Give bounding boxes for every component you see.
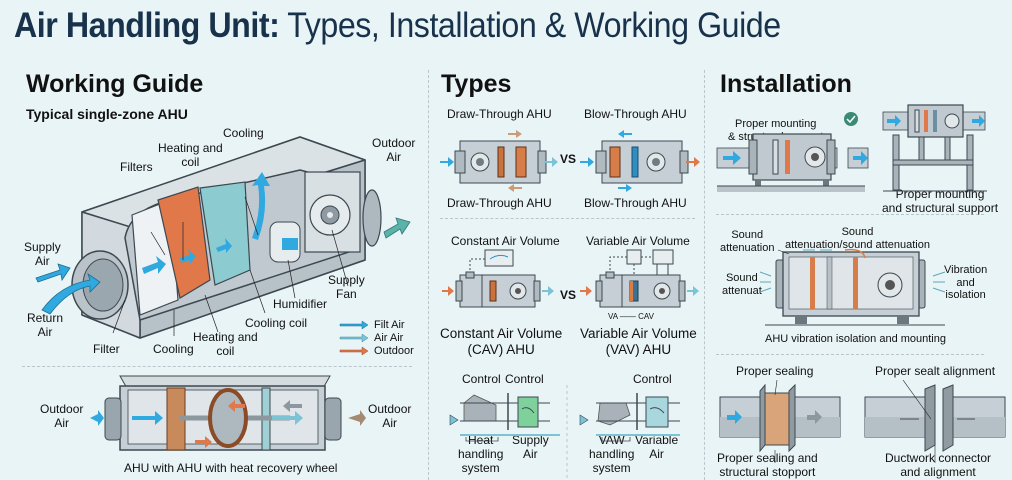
legend-arrow-filt-air xyxy=(339,320,369,330)
label-cooling-top: Cooling xyxy=(223,126,264,140)
label-supply-air-type: Supply Air xyxy=(512,433,549,461)
label-draw-through-top: Draw-Through AHU xyxy=(447,107,552,121)
label-recovery-outdoor-air-right: Outdoor Air xyxy=(368,402,412,430)
duct-sealing-diagram xyxy=(719,379,1006,463)
label-sound-att-top: Sound attenuation/sound attenuation xyxy=(785,226,930,251)
recovery-caption: AHU with AHU with heat recovery wheel xyxy=(124,461,338,475)
label-heating-coil-bottom: Heating and coil xyxy=(193,330,258,358)
label-vibration-caption: AHU vibration isolation and mounting xyxy=(765,333,946,345)
legend-label-filt-air: Filt Air xyxy=(374,319,405,331)
label-control-left-2: Control xyxy=(505,372,544,386)
label-supply-fan: Supply Fan xyxy=(328,273,365,301)
label-cooling-bottom: Cooling xyxy=(153,342,194,356)
label-cooling-coil: Cooling coil xyxy=(245,316,308,330)
working-guide-subheading: Typical single-zone AHU xyxy=(26,106,188,122)
legend-label-air-air: Air Air xyxy=(374,332,404,344)
label-heating-coil-top: Heating and coil xyxy=(158,141,223,169)
label-alignment-top: Proper sealt alignment xyxy=(875,364,996,378)
label-variable-air: Variable Air xyxy=(635,433,679,461)
outdoor-air-arrow xyxy=(383,217,411,239)
label-sealing-bottom: Proper sealing and structural stopport xyxy=(717,451,818,479)
label-outdoor-air: Outdoor Air xyxy=(372,136,416,164)
draw-blow-through-diagram xyxy=(440,130,700,192)
label-heat-handling: Heat handling system xyxy=(458,433,504,475)
label-filters: Filters xyxy=(120,160,153,174)
heat-recovery-wheel xyxy=(208,388,248,448)
vibration-isolation-diagram xyxy=(759,248,946,326)
label-blow-through-bottom: Blow-Through AHU xyxy=(584,196,687,210)
types-heading: Types xyxy=(441,70,512,98)
legend-label-outdoor: Outdoor xyxy=(374,345,414,357)
label-blow-through-top: Blow-Through AHU xyxy=(584,107,687,121)
label-control-right: Control xyxy=(633,372,672,386)
label-vav-bottom: Variable Air Volume (VAV) AHU xyxy=(580,326,697,357)
label-control-left-1: Control xyxy=(462,372,501,386)
heating-coil xyxy=(157,186,211,299)
mounting-diagram xyxy=(716,104,987,192)
label-recovery-outdoor-air-left: Outdoor Air xyxy=(40,402,84,430)
label-alignment-bottom: Ductwork connector and alignment xyxy=(885,451,992,479)
legend-arrow-outdoor xyxy=(339,346,369,356)
check-icon xyxy=(844,112,858,126)
label-sound-attenuat: Sound attenuat xyxy=(722,272,762,297)
page-title: Air Handling Unit: Types, Installation &… xyxy=(14,6,781,46)
label-va-cav: VA —— CAV xyxy=(608,312,654,321)
label-draw-through-bottom: Draw-Through AHU xyxy=(447,196,552,210)
column-divider xyxy=(704,70,705,480)
label-supply-air: Supply Air xyxy=(24,240,61,268)
section-divider xyxy=(716,214,984,215)
installation-heading: Installation xyxy=(720,70,852,98)
label-return-air: Return Air xyxy=(27,311,64,339)
label-vaw-handling: VAW handling system xyxy=(589,433,635,475)
return-air-arrow xyxy=(41,273,101,315)
label-vav-top: Variable Air Volume xyxy=(586,234,690,248)
section-divider xyxy=(440,218,695,219)
title-bold: Air Handling Unit: xyxy=(14,6,280,45)
label-sound-att-left: Sound attenuation xyxy=(720,229,775,254)
label-vibration: Vibration and isolation xyxy=(944,264,988,302)
working-guide-heading: Working Guide xyxy=(26,70,204,98)
label-vs-2: VS xyxy=(560,288,577,302)
legend xyxy=(339,320,369,356)
single-zone-ahu-diagram xyxy=(35,136,411,356)
label-filter: Filter xyxy=(93,342,120,356)
section-divider xyxy=(716,354,984,355)
label-humidifier: Humidifier xyxy=(273,297,328,311)
cav-vav-diagram xyxy=(442,249,699,308)
section-divider xyxy=(22,366,412,367)
column-divider xyxy=(428,70,429,480)
label-cav-bottom: Constant Air Volume (CAV) AHU xyxy=(440,326,563,357)
label-vs-1: VS xyxy=(560,152,577,166)
supply-air-arrow xyxy=(35,263,71,283)
control-schematic xyxy=(449,385,680,480)
label-sealing-top: Proper sealing xyxy=(736,364,814,378)
title-rest: Types, Installation & Working Guide xyxy=(279,6,781,45)
label-cav-top: Constant Air Volume xyxy=(451,234,560,248)
heat-recovery-ahu-diagram xyxy=(90,375,366,451)
legend-arrow-air-air xyxy=(339,333,369,343)
